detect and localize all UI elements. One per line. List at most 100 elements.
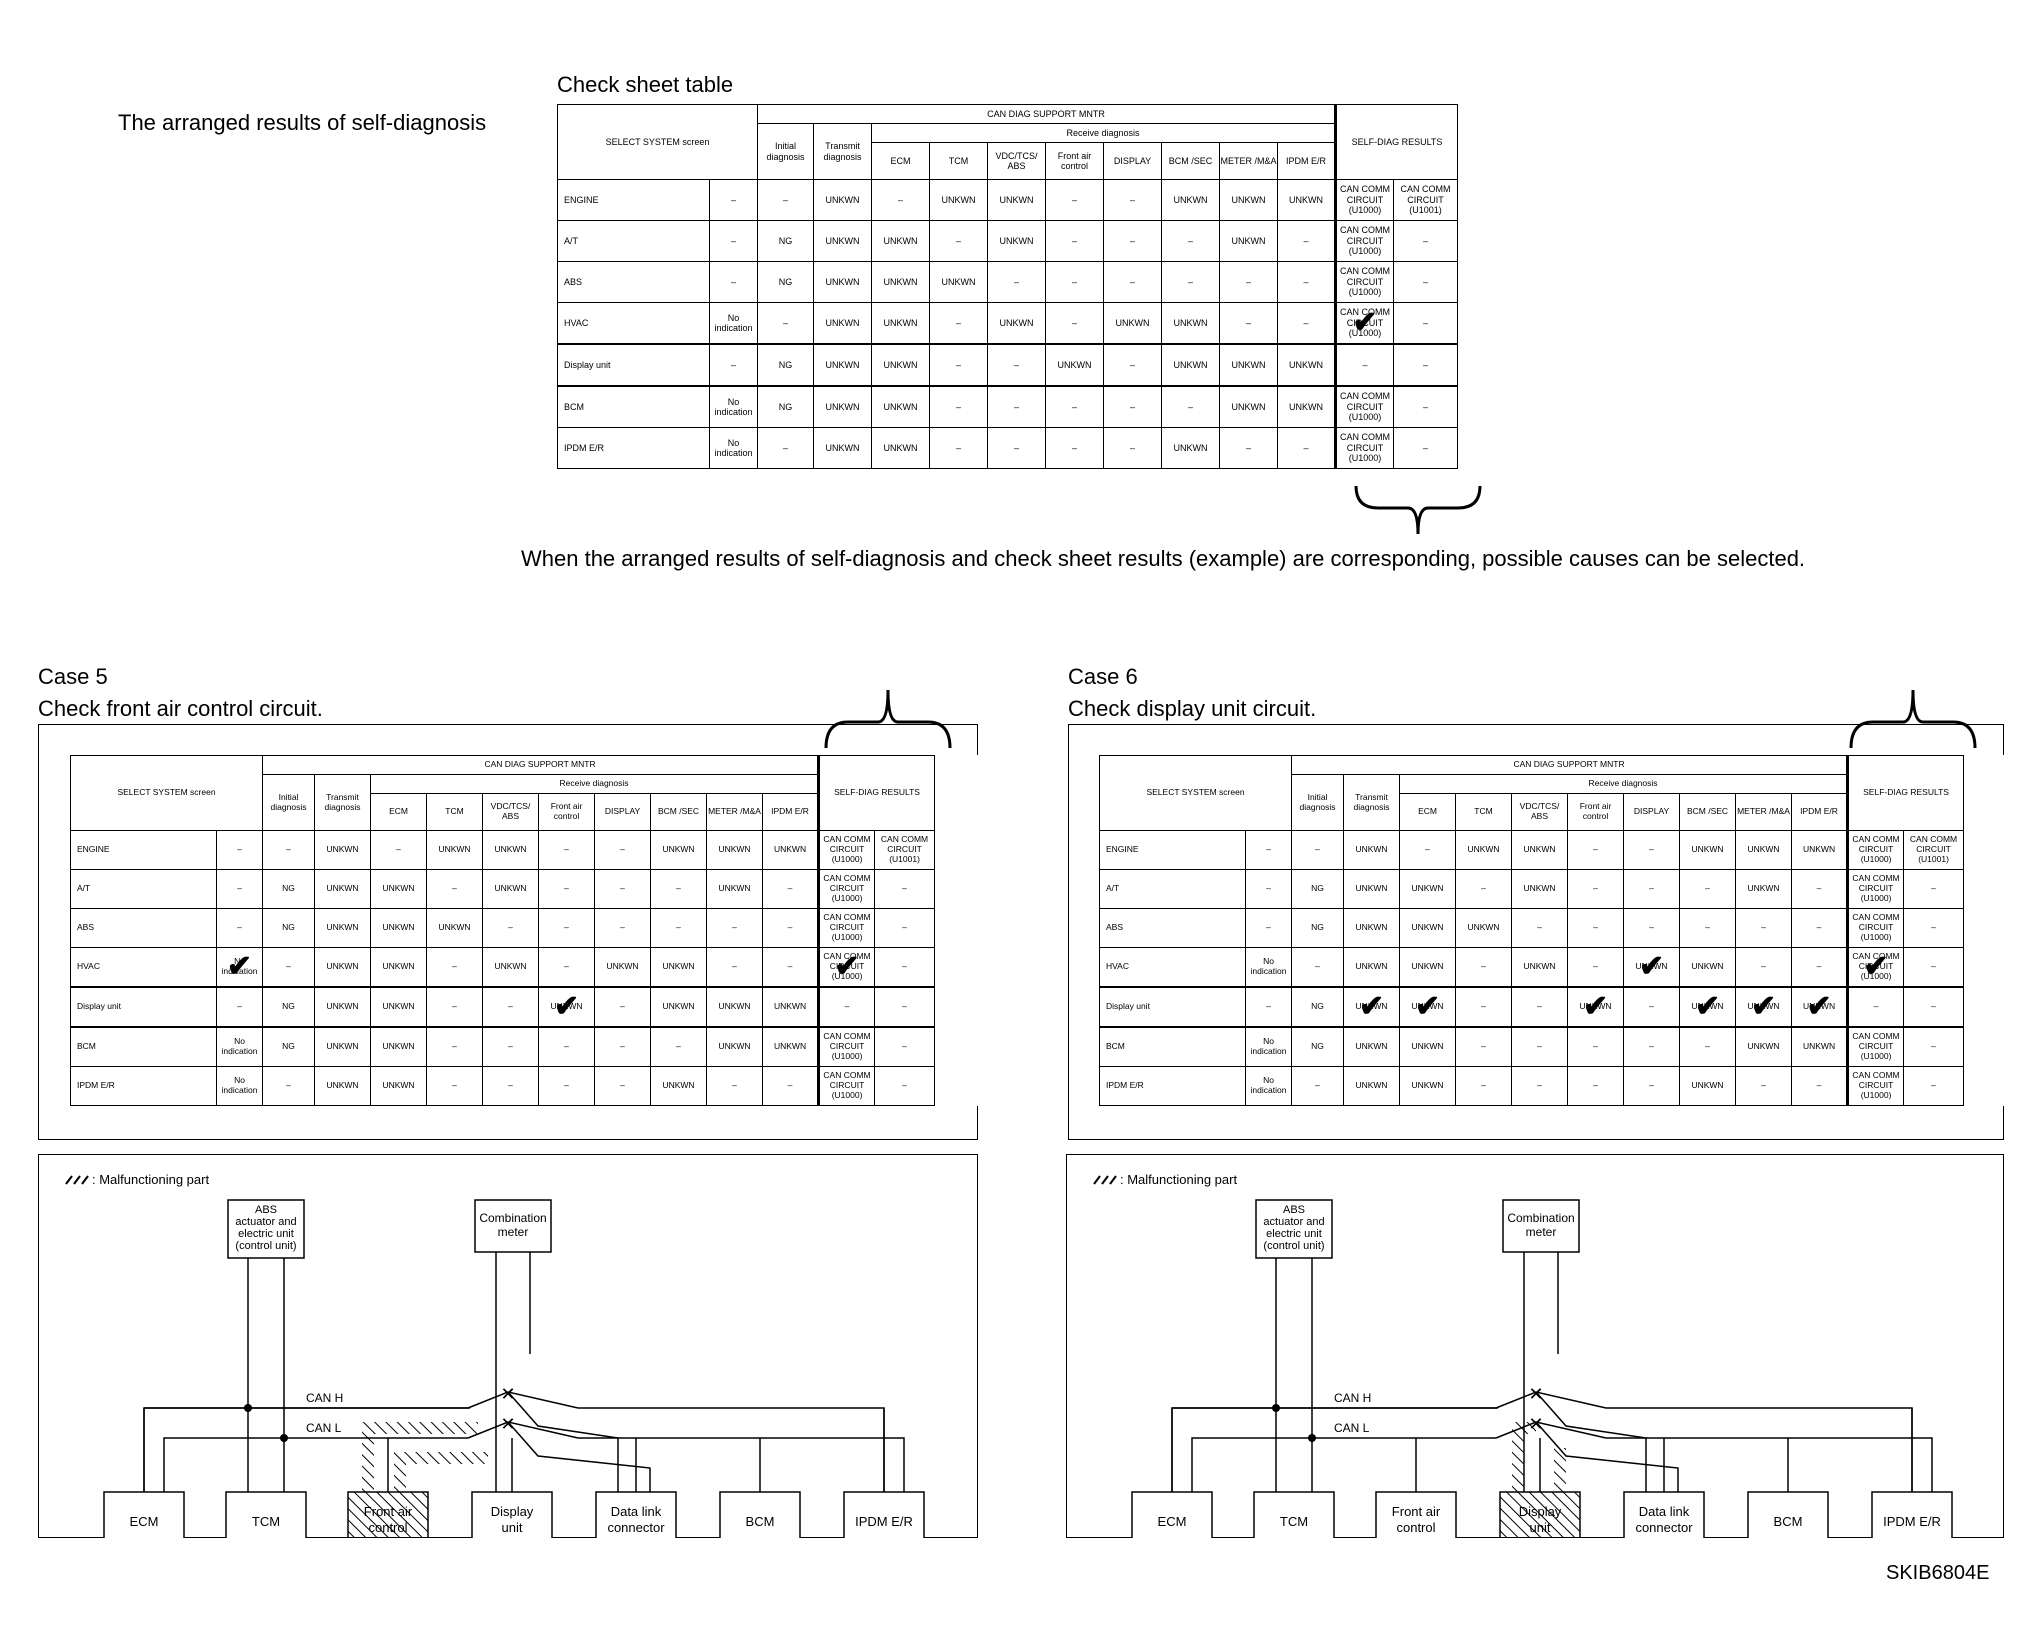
system-name: ABS: [1099, 908, 1246, 948]
system-name: ABS: [70, 908, 217, 948]
unit-rect: [1499, 1491, 1581, 1538]
unit-rect: [1375, 1491, 1457, 1538]
table-cell: UNKWN✔: [1343, 986, 1401, 1028]
table-cell: UNKWN: [370, 947, 428, 988]
table-cell: –: [874, 1066, 936, 1106]
table-cell: NG: [757, 343, 814, 387]
table-cell: –: [1161, 220, 1220, 262]
transmit-diagnosis-header: Transmit diagnosis: [1343, 774, 1401, 831]
table-cell: –: [762, 869, 821, 909]
table-cell: –: [1103, 261, 1162, 303]
unit-label: unit: [1530, 1520, 1551, 1535]
junction-dot: [280, 1434, 288, 1442]
check-mark-icon: ✔: [1863, 950, 1889, 983]
table-cell: –: [1244, 908, 1293, 948]
table-cell: –: [1277, 261, 1337, 303]
table-cell: UNKWN: [813, 385, 872, 428]
table-cell: UNKWN: [871, 220, 930, 262]
table-cell: –: [482, 1066, 540, 1106]
unit-label: IPDM E/R: [1883, 1514, 1941, 1529]
table-cell: –: [1219, 427, 1278, 469]
initial-diagnosis-header: Initial diagnosis: [1291, 774, 1345, 831]
table-cell: UNKWN: [987, 220, 1046, 262]
table-cell: UNKWN: [1277, 385, 1337, 428]
table-cell: CAN COMM CIRCUIT (U1000): [1335, 385, 1394, 428]
table-cell: CAN COMM CIRCUIT (U1000): [818, 1026, 876, 1067]
system-name: BCM: [557, 385, 710, 428]
table-cell: –: [1392, 302, 1459, 345]
table-cell: –: [1103, 385, 1162, 428]
table-cell: –: [1392, 343, 1459, 387]
system-name: ENGINE: [1099, 830, 1246, 870]
table-cell: CAN COMM CIRCUIT (U1000): [1847, 1066, 1905, 1106]
table-cell: –: [1103, 343, 1162, 387]
table-cell: UNKWN: [762, 1026, 821, 1067]
table-cell: –: [370, 830, 428, 870]
splice-x-icon: ✕: [500, 1384, 515, 1404]
table-cell: UNKWN: [1219, 220, 1278, 262]
table-cell: No indication: [215, 1026, 264, 1067]
table-cell: –: [1511, 1026, 1569, 1067]
table-cell: UNKWN: [1511, 830, 1569, 870]
table-cell: –: [874, 869, 936, 909]
abs-unit-label: actuator and: [235, 1216, 296, 1228]
unit-label: ECM: [1158, 1514, 1187, 1529]
table-cell: –: [538, 908, 596, 948]
table-cell: –: [1291, 947, 1345, 988]
system-name: Display unit: [1099, 986, 1246, 1028]
table-cell: CAN COMM CIRCUIT (U1001): [874, 830, 936, 870]
can-l-bus: [163, 1437, 468, 1492]
table-cell: –: [1455, 947, 1513, 988]
table-cell: –: [1791, 869, 1850, 909]
receive-col-header: VDC/TCS/ ABS: [482, 793, 540, 831]
table-cell: UNKWN: [1343, 1026, 1401, 1067]
can-l-label: CAN L: [306, 1421, 342, 1435]
hatch-legend-icon: [65, 1175, 89, 1185]
table-cell: –: [1455, 986, 1513, 1028]
table-cell: UNKWN: [1161, 343, 1220, 387]
unit-rect: [1871, 1491, 1953, 1538]
table-cell: No indication: [1244, 1026, 1293, 1067]
table-cell: UNKWN✔: [1623, 947, 1681, 988]
table-cell: UNKWN: [1399, 869, 1457, 909]
table-cell: –: [482, 908, 540, 948]
junction-dot: [1308, 1434, 1316, 1442]
table-cell: UNKWN: [314, 908, 372, 948]
table-cell: NG: [1291, 869, 1345, 909]
table-cell: CAN COMM CIRCUIT (U1001): [1903, 830, 1965, 870]
unit-rect: [843, 1491, 925, 1538]
table-cell: –: [1903, 986, 1965, 1028]
table-cell: UNKWN: [706, 986, 764, 1028]
table-cell: –: [1903, 1026, 1965, 1067]
table-cell: UNKWN: [1343, 947, 1401, 988]
table-cell: UNKWN: [1045, 343, 1104, 387]
unit-box: TCM: [1253, 1491, 1335, 1538]
can-h-bus-right: [1606, 1407, 1913, 1492]
receive-col-header: DISPLAY: [1103, 142, 1162, 180]
table-cell: UNKWN: [813, 261, 872, 303]
table-cell: –: [1161, 385, 1220, 428]
malfunction-wiring-hatch: [1512, 1422, 1536, 1492]
table-cell: UNKWN✔: [538, 986, 596, 1028]
table-cell: CAN COMM CIRCUIT (U1000): [1847, 1026, 1905, 1067]
table-cell: –: [215, 830, 264, 870]
select-system-header: SELECT SYSTEM screen: [1098, 755, 1293, 831]
table-cell: –: [1392, 261, 1459, 303]
table-cell: –: [1045, 261, 1104, 303]
table-cell: –: [1511, 986, 1569, 1028]
unit-label: control: [368, 1520, 407, 1535]
table-cell: UNKWN: [871, 261, 930, 303]
table-cell: No indication: [709, 385, 758, 428]
table-cell: –: [215, 986, 264, 1028]
table-cell: –: [874, 986, 936, 1028]
table-cell: CAN COMM CIRCUIT (U1000): [1335, 179, 1394, 221]
unit-box: BCM: [1747, 1491, 1829, 1538]
table-cell: UNKWN: [594, 947, 652, 988]
